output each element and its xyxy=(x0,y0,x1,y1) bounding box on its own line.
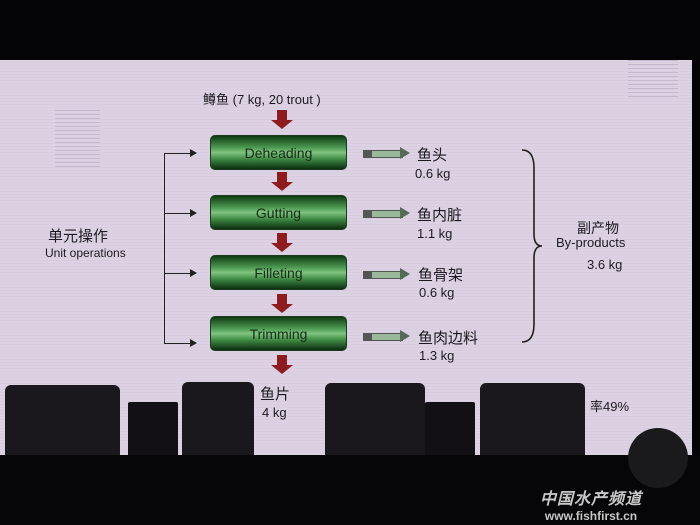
decor-stripes xyxy=(55,110,100,170)
unit-operations-en: Unit operations xyxy=(45,246,126,260)
watermark-name: 中国水产频道 xyxy=(540,491,643,508)
watermark-url: www.fishfirst.cn xyxy=(544,509,638,523)
byproduct-label: 鱼骨架 xyxy=(418,267,464,284)
byproduct-weight: 1.1 kg xyxy=(417,226,453,241)
input-label: 鳟鱼 (7 kg, 20 trout ) xyxy=(203,92,321,107)
down-arrow-icon xyxy=(271,110,293,130)
output-label: 鱼片 xyxy=(260,386,291,403)
watermark: 中国水产频道 www.fishfirst.cn xyxy=(540,485,642,523)
right-arrow-icon xyxy=(165,209,197,217)
curly-brace-icon xyxy=(520,148,544,344)
output-arrow-icon xyxy=(363,330,411,342)
byproduct-weight: 0.6 kg xyxy=(415,166,451,181)
byproduct-weight: 1.3 kg xyxy=(419,348,455,363)
step-filleting: Filleting xyxy=(210,255,347,290)
armchair xyxy=(325,383,425,463)
down-arrow-icon xyxy=(271,233,293,253)
right-arrow-icon xyxy=(165,339,197,347)
stage-floor xyxy=(0,455,700,525)
down-arrow-icon xyxy=(271,355,293,375)
down-arrow-icon xyxy=(271,294,293,314)
stage-light xyxy=(628,428,688,488)
byproducts-en: By-products xyxy=(556,235,626,250)
step-gutting: Gutting xyxy=(210,195,347,230)
byproduct-weight: 0.6 kg xyxy=(419,285,455,300)
yield-label: 率49% xyxy=(590,399,630,414)
armchair xyxy=(480,383,585,463)
bracket-line xyxy=(164,153,165,344)
output-arrow-icon xyxy=(363,147,411,159)
byproduct-label: 鱼内脏 xyxy=(417,207,463,224)
output-weight: 4 kg xyxy=(262,405,287,420)
side-table xyxy=(425,402,475,457)
right-arrow-icon xyxy=(165,269,197,277)
unit-operations-zh: 单元操作 xyxy=(48,228,109,245)
byproducts-zh: 副产物 xyxy=(577,220,619,236)
output-arrow-icon xyxy=(363,268,411,280)
output-arrow-icon xyxy=(363,207,411,219)
armchair xyxy=(182,382,254,462)
byproducts-total: 3.6 kg xyxy=(587,257,623,272)
step-trimming: Trimming xyxy=(210,316,347,351)
side-table xyxy=(128,402,178,457)
decor-stripes xyxy=(628,60,678,100)
step-deheading: Deheading xyxy=(210,135,347,170)
byproduct-label: 鱼头 xyxy=(417,147,448,164)
byproduct-label: 鱼肉边料 xyxy=(418,330,479,347)
right-arrow-icon xyxy=(165,149,197,157)
armchair xyxy=(5,385,120,460)
down-arrow-icon xyxy=(271,172,293,192)
